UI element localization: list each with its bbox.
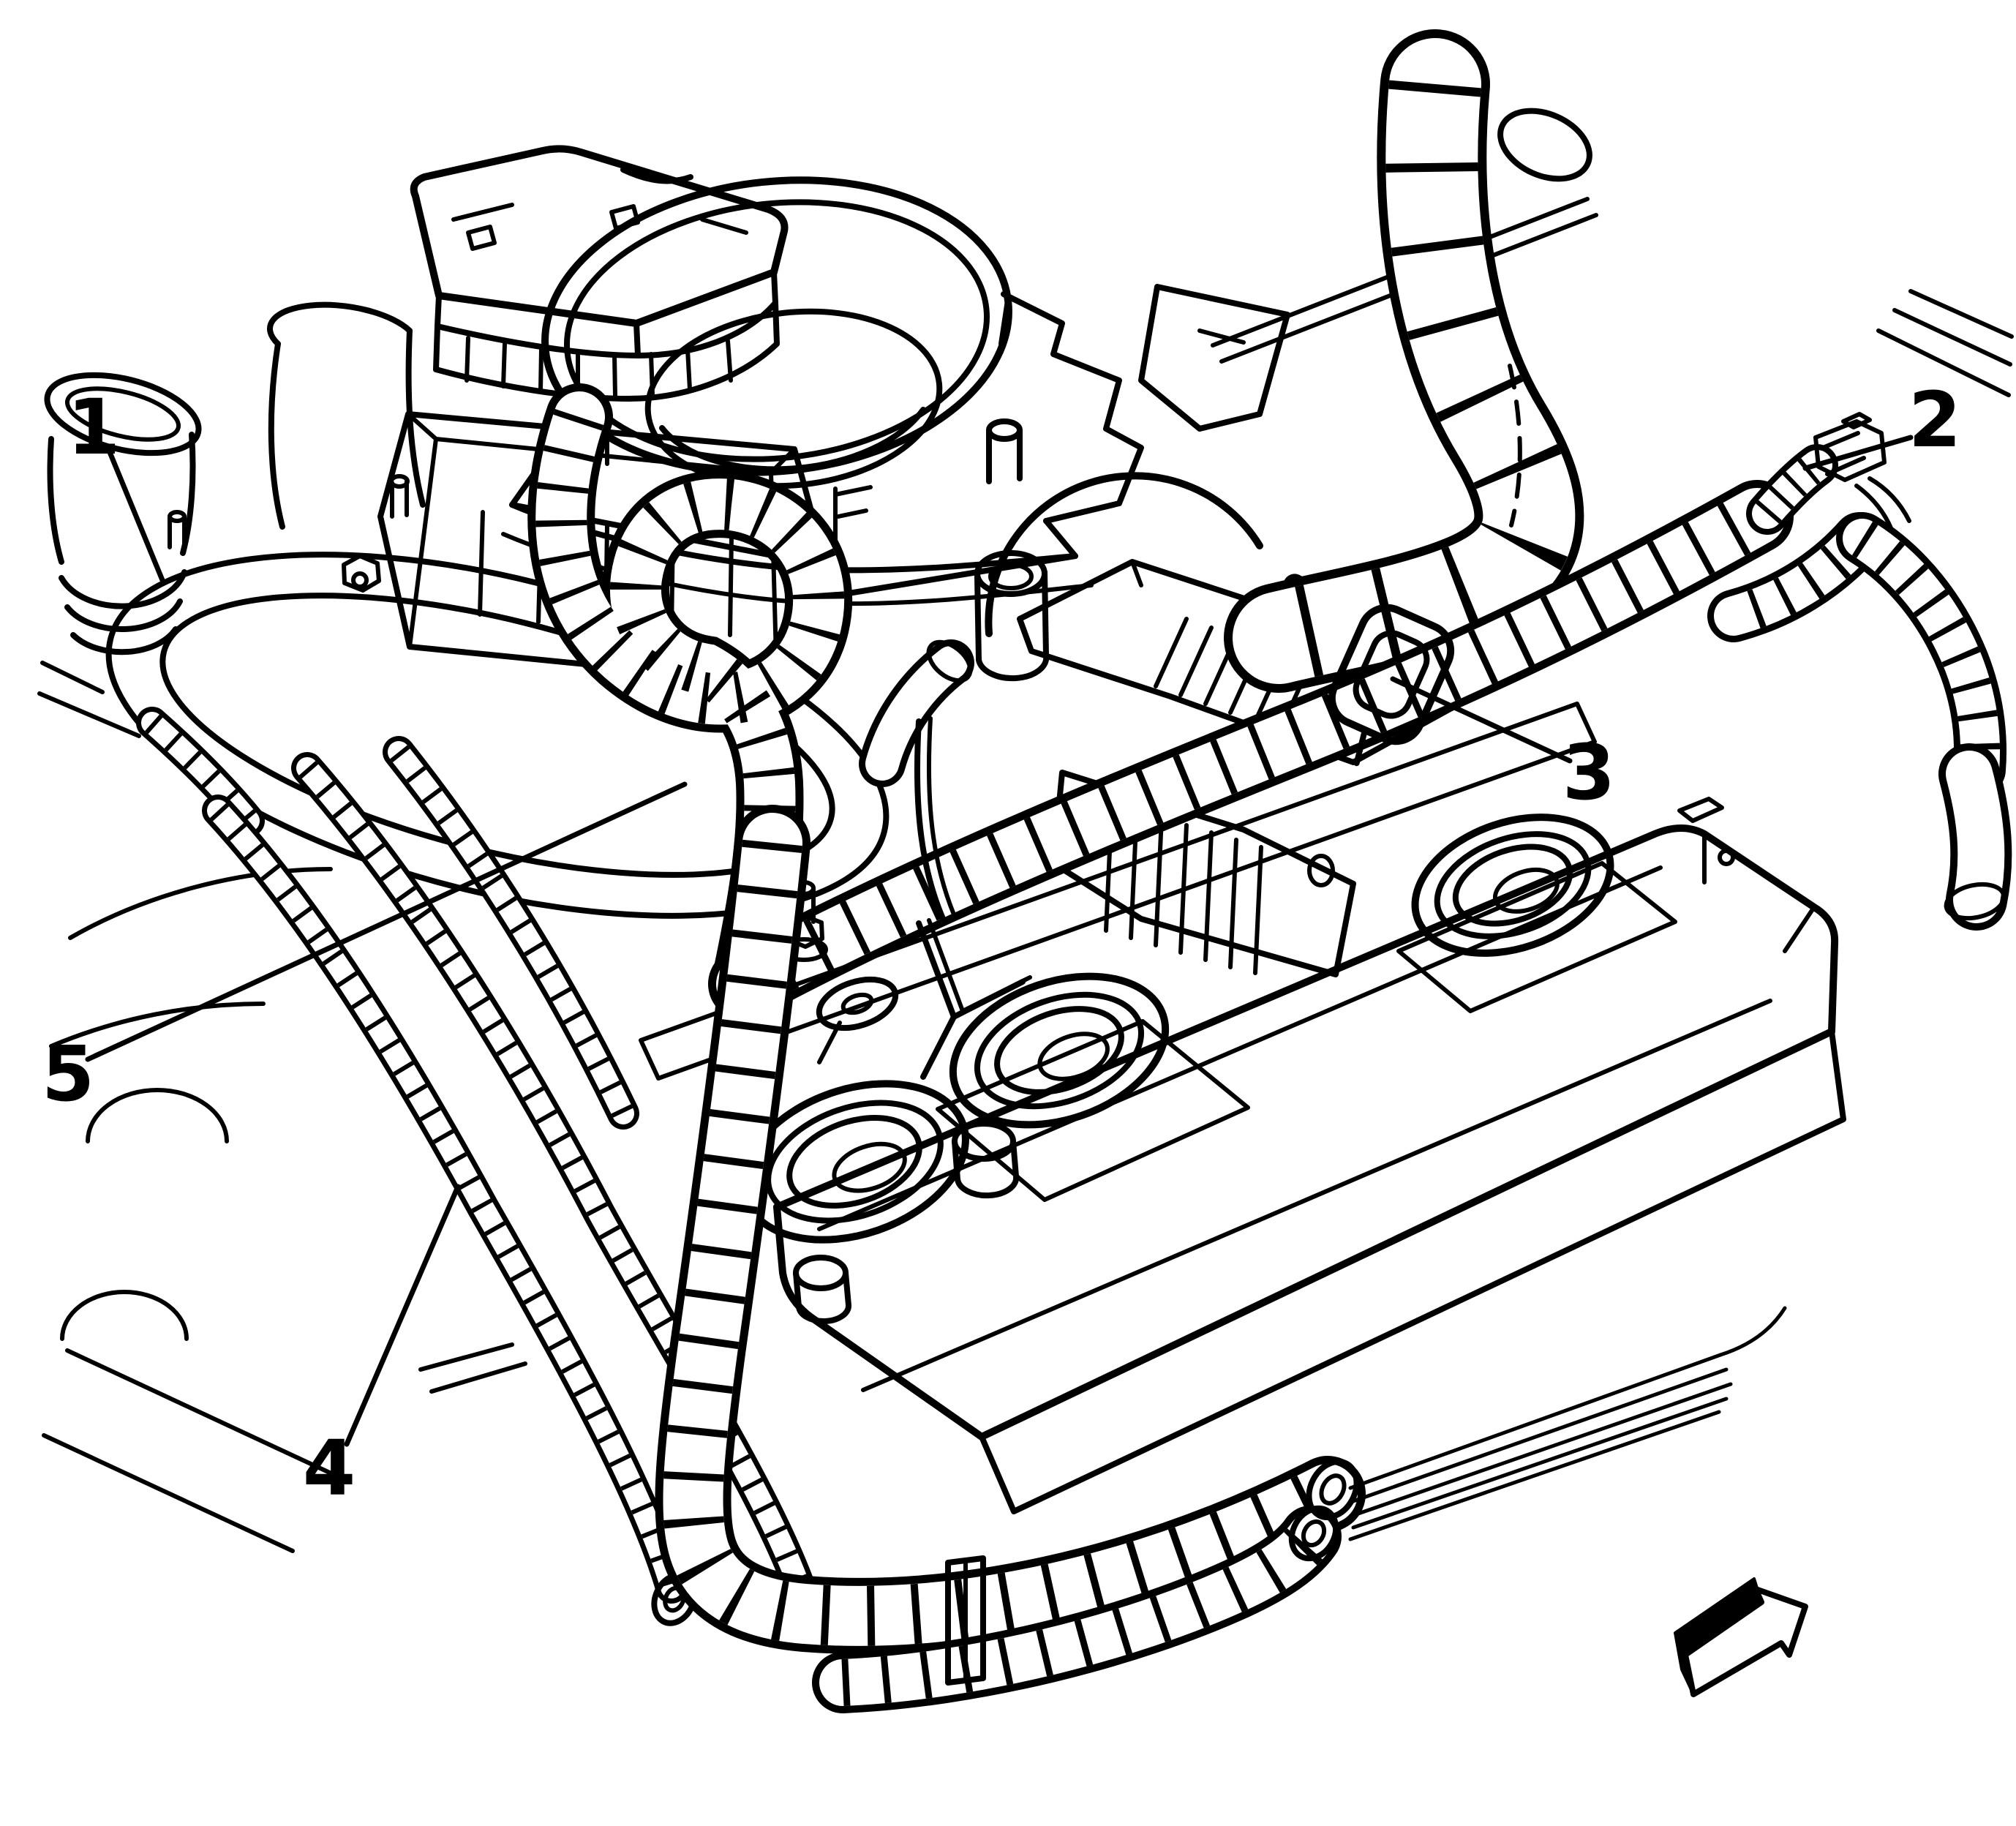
cover-tab bbox=[816, 976, 899, 1064]
heater-pipe bbox=[882, 550, 1050, 764]
cover-bosses bbox=[793, 1121, 1020, 1324]
callout-2-label: 2 bbox=[1908, 375, 1961, 465]
callout-1-label: 1 bbox=[67, 383, 120, 472]
harness-clip bbox=[1328, 604, 1455, 767]
callout-3-label: 3 bbox=[1562, 728, 1615, 817]
callout-1-leader bbox=[107, 449, 165, 583]
callout-5-leader bbox=[85, 781, 688, 1062]
throttle-body bbox=[501, 176, 1144, 606]
cable-bracket bbox=[1138, 284, 1290, 432]
callout-labels: 1 2 3 4 5 bbox=[42, 375, 1961, 1513]
intake-manifold-runners bbox=[49, 867, 333, 1341]
callout-4-leader bbox=[344, 1184, 461, 1447]
callout-5-label: 5 bbox=[42, 1029, 94, 1119]
direction-arrow-icon bbox=[1674, 1577, 1808, 1697]
valve-cover bbox=[639, 702, 1846, 1514]
intake-duct-hose bbox=[1279, 84, 1592, 638]
hose-bracket-post bbox=[945, 1555, 986, 1686]
left-pipe-ring bbox=[44, 372, 202, 655]
callout-4-label: 4 bbox=[303, 1424, 356, 1513]
plug-port-ring-2 bbox=[949, 972, 1170, 1129]
callout-3-leader bbox=[1390, 676, 1573, 764]
callout-2-leader bbox=[1802, 435, 1914, 471]
airbox-neck bbox=[267, 301, 426, 530]
harness-wires bbox=[1348, 1306, 1787, 1541]
callout-leaders bbox=[85, 435, 1914, 1447]
air-cleaner-box bbox=[410, 145, 789, 402]
lower-hoses bbox=[693, 843, 1366, 1683]
hold-down-bracket bbox=[914, 716, 1032, 1080]
right-harness-branches bbox=[1734, 412, 2007, 923]
plug-port-ring-3 bbox=[1411, 814, 1614, 957]
